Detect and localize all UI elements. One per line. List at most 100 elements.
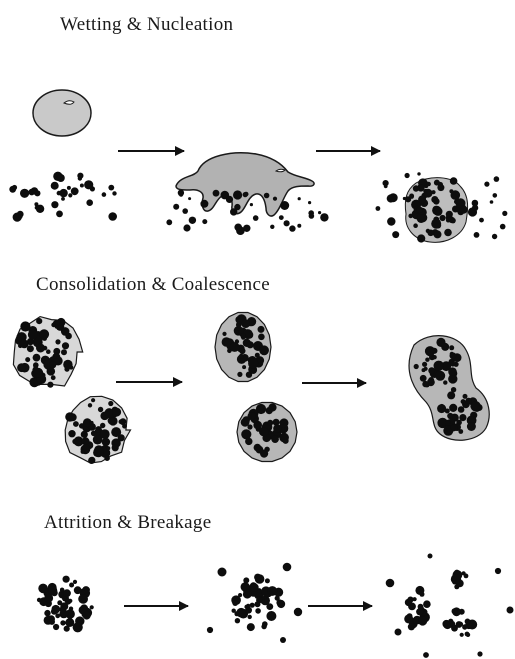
particle xyxy=(48,586,57,595)
particle xyxy=(416,207,423,214)
particle xyxy=(51,323,56,328)
particle xyxy=(283,563,292,572)
particle xyxy=(447,391,455,399)
particle xyxy=(69,583,74,588)
particle xyxy=(189,217,196,224)
particle xyxy=(69,607,73,611)
particle xyxy=(31,187,38,194)
particle xyxy=(420,375,427,382)
particle xyxy=(451,424,458,431)
particle xyxy=(284,220,290,226)
particle xyxy=(417,214,426,223)
particle xyxy=(275,596,280,601)
particle xyxy=(36,205,44,213)
particle xyxy=(91,431,97,437)
particle xyxy=(102,192,107,197)
particle xyxy=(403,197,406,200)
particle xyxy=(17,363,26,372)
particle xyxy=(258,334,265,341)
particle xyxy=(182,208,188,214)
particle xyxy=(102,438,110,446)
particle xyxy=(452,608,458,614)
particle xyxy=(41,376,45,380)
particle xyxy=(256,446,264,454)
particle xyxy=(434,207,443,216)
particle xyxy=(280,201,289,210)
particle xyxy=(200,200,208,208)
particle xyxy=(502,211,507,216)
particle xyxy=(450,352,457,359)
particle xyxy=(448,619,453,624)
particle xyxy=(273,197,277,201)
particle xyxy=(100,423,105,428)
particle xyxy=(449,189,453,193)
particle xyxy=(443,380,447,384)
particle xyxy=(376,206,381,211)
particle xyxy=(90,421,94,425)
particle xyxy=(236,608,246,618)
particle xyxy=(90,605,94,609)
particle xyxy=(47,382,53,388)
particle xyxy=(173,204,179,210)
particle xyxy=(100,429,110,439)
particle xyxy=(38,584,48,594)
particle xyxy=(445,409,450,414)
particle xyxy=(460,633,464,637)
particle xyxy=(55,339,60,344)
particle xyxy=(112,191,116,195)
particle xyxy=(255,608,261,614)
particle xyxy=(179,193,183,197)
stage-title-attrition: Attrition & Breakage xyxy=(44,512,211,533)
particle xyxy=(255,601,261,607)
particle xyxy=(507,607,514,614)
particle xyxy=(51,375,56,380)
particle xyxy=(63,589,71,597)
particle xyxy=(418,616,427,625)
particle xyxy=(254,574,261,581)
particle xyxy=(428,554,433,559)
particle xyxy=(236,323,240,327)
particle xyxy=(445,420,451,426)
particle xyxy=(418,604,424,610)
stage-title-consolidation: Consolidation & Coalescence xyxy=(36,274,270,295)
particle xyxy=(408,214,413,219)
particle xyxy=(294,608,302,616)
particle xyxy=(425,358,429,362)
particle xyxy=(450,177,458,185)
particle xyxy=(435,371,445,381)
particle xyxy=(428,377,434,383)
particle xyxy=(44,610,50,616)
particle xyxy=(239,354,244,359)
particle xyxy=(83,612,91,620)
particle xyxy=(439,404,444,409)
particle xyxy=(246,604,250,608)
particle xyxy=(323,216,327,220)
particle xyxy=(423,600,431,608)
particle xyxy=(392,231,399,238)
particle xyxy=(69,365,73,369)
particle xyxy=(112,408,121,417)
particle xyxy=(248,358,258,368)
particle xyxy=(88,457,95,464)
particle xyxy=(62,342,69,349)
particle xyxy=(434,361,444,371)
particle xyxy=(57,174,65,182)
particle xyxy=(436,338,445,347)
particle xyxy=(230,342,240,352)
particle xyxy=(81,431,88,438)
particle xyxy=(264,193,270,199)
particle xyxy=(432,355,436,359)
particle xyxy=(465,632,470,637)
particle xyxy=(395,629,402,636)
particle xyxy=(280,420,285,425)
particle xyxy=(247,341,254,348)
particle xyxy=(474,232,480,238)
particle xyxy=(61,349,67,355)
particle xyxy=(450,362,455,367)
particle xyxy=(279,215,284,220)
particle xyxy=(494,176,500,182)
particle xyxy=(409,194,414,199)
particle xyxy=(490,200,494,204)
particle xyxy=(408,623,415,630)
